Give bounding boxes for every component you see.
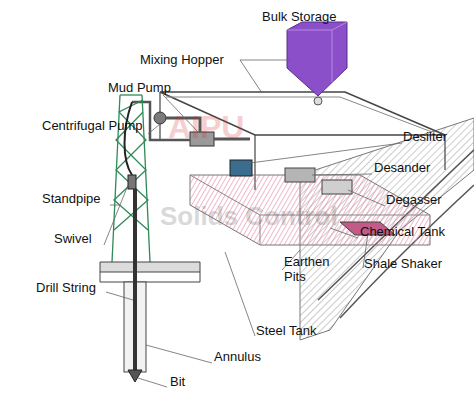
part-label: Chemical Tank: [360, 224, 470, 239]
part-label: Desilter: [403, 129, 473, 144]
bulk-storage-bin: [287, 22, 347, 96]
rig-floor: [100, 262, 200, 272]
kelly-hose: [125, 102, 133, 175]
part-label: Degasser: [386, 192, 466, 207]
watermark: Solids Control: [160, 202, 420, 230]
part-label: Bit: [170, 374, 200, 389]
part-label: Annulus: [214, 349, 284, 364]
degasser-unit: [322, 180, 352, 194]
drill-bit: [128, 370, 142, 382]
part-label: Mud Pump: [108, 80, 188, 95]
part-label: Desander: [374, 160, 444, 175]
part-label: Shale Shaker: [364, 256, 464, 271]
part-label: Swivel: [54, 231, 114, 246]
drill-string-pipe: [133, 189, 137, 370]
watermark: AIPU: [168, 110, 288, 144]
part-label: Standpipe: [42, 191, 112, 206]
desander-unit: [285, 168, 315, 182]
part-label: Earthen Pits: [284, 254, 340, 284]
bin-edge: [332, 30, 333, 82]
rig-floor: [100, 272, 200, 282]
centrifugal-pump-unit: [154, 112, 166, 124]
part-label: Drill String: [36, 280, 111, 295]
part-label: Mixing Hopper: [140, 52, 240, 67]
desilter-unit: [230, 160, 252, 176]
part-label: Bulk Storage: [262, 9, 372, 24]
feed-valve: [314, 97, 322, 105]
part-label: Centrifugal Pump: [42, 118, 157, 133]
part-label: Steel Tank: [256, 323, 336, 338]
swivel-unit: [128, 175, 136, 189]
